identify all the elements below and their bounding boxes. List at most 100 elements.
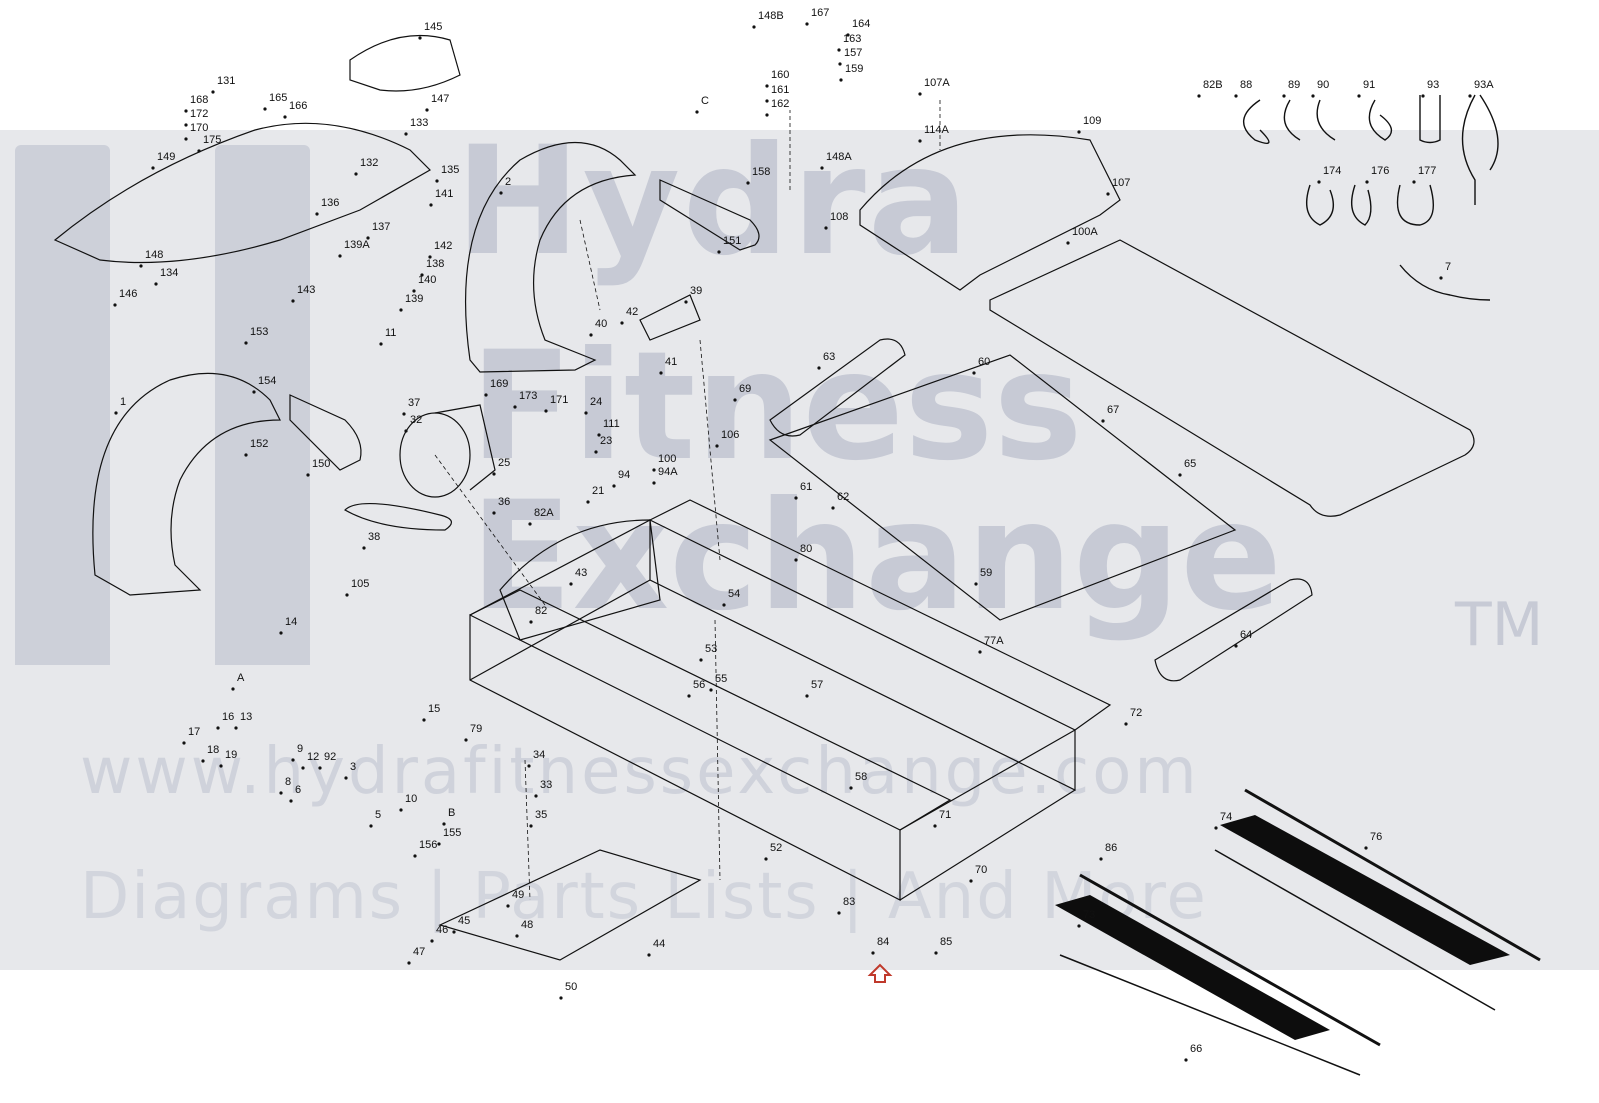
part-label-54: 54 — [728, 588, 740, 600]
callout-dot — [182, 741, 186, 745]
callout-dot — [418, 36, 422, 40]
callout-dot — [1421, 94, 1425, 98]
part-label-57: 57 — [811, 679, 823, 691]
part-label-169: 169 — [490, 378, 508, 390]
part-label-93a: 93A — [1474, 79, 1494, 91]
part-label-94a: 94A — [658, 466, 678, 478]
callout-dot — [584, 411, 588, 415]
part-label-32: 32 — [410, 414, 422, 426]
callout-dot — [379, 342, 383, 346]
callout-dot — [362, 546, 366, 550]
callout-dot — [399, 808, 403, 812]
part-label-c: C — [701, 95, 709, 107]
part-label-69: 69 — [739, 383, 751, 395]
left-handlebar — [289, 394, 362, 471]
right-handlebar — [659, 179, 760, 251]
callout-dot — [722, 603, 726, 607]
callout-dot — [407, 961, 411, 965]
incline-base — [438, 849, 702, 961]
part-label-58: 58 — [855, 771, 867, 783]
part-label-19: 19 — [225, 749, 237, 761]
part-label-153: 153 — [250, 326, 268, 338]
callout-dot — [794, 558, 798, 562]
callout-dot — [647, 953, 651, 957]
callout-dot — [429, 203, 433, 207]
callout-dot — [805, 22, 809, 26]
part-label-15: 15 — [428, 703, 440, 715]
part-label-2: 2 — [505, 176, 511, 188]
part-label-155: 155 — [443, 827, 461, 839]
part-label-38: 38 — [368, 531, 380, 543]
callout-dot — [499, 191, 503, 195]
callout-dot — [849, 786, 853, 790]
part-label-40: 40 — [595, 318, 607, 330]
callout-dot — [289, 799, 293, 803]
part-label-5: 5 — [375, 809, 381, 821]
part-label-56: 56 — [693, 679, 705, 691]
deck — [768, 354, 1237, 621]
part-label-134: 134 — [160, 267, 178, 279]
part-label-a: A — [237, 672, 245, 684]
callout-dot — [1439, 276, 1443, 280]
callout-dot — [404, 429, 408, 433]
part-label-86: 86 — [1105, 842, 1117, 854]
callout-dot — [1311, 94, 1315, 98]
callout-dot — [464, 738, 468, 742]
callout-dot — [1197, 94, 1201, 98]
callout-dot — [420, 273, 424, 277]
callout-dot — [559, 996, 563, 1000]
part-label-35: 35 — [535, 809, 547, 821]
callout-dot — [817, 366, 821, 370]
part-label-91: 91 — [1363, 79, 1375, 91]
callout-dot — [369, 824, 373, 828]
part-label-157: 157 — [844, 47, 862, 59]
part-label-10: 10 — [405, 793, 417, 805]
part-label-61: 61 — [800, 481, 812, 493]
part-label-80: 80 — [800, 543, 812, 555]
callout-dot — [437, 842, 441, 846]
part-label-21: 21 — [592, 485, 604, 497]
callout-dot — [805, 694, 809, 698]
part-label-171: 171 — [550, 394, 568, 406]
callout-dot — [709, 688, 713, 692]
part-label-36: 36 — [498, 496, 510, 508]
part-label-39: 39 — [690, 285, 702, 297]
part-label-177: 177 — [1418, 165, 1436, 177]
part-label-151: 151 — [723, 235, 741, 247]
callout-dot — [413, 854, 417, 858]
callout-dot — [184, 137, 188, 141]
part-label-77a: 77A — [984, 635, 1004, 647]
part-label-166: 166 — [289, 100, 307, 112]
part-label-25: 25 — [498, 457, 510, 469]
callout-dot — [244, 453, 248, 457]
part-label-167: 167 — [811, 7, 829, 19]
part-label-148b: 148B — [758, 10, 784, 22]
callout-dot — [114, 411, 118, 415]
part-label-23: 23 — [600, 435, 612, 447]
part-label-143: 143 — [297, 284, 315, 296]
watermark-logo-mark — [215, 145, 310, 665]
callout-dot — [978, 650, 982, 654]
part-label-138: 138 — [426, 258, 444, 270]
callout-dot — [1214, 826, 1218, 830]
part-label-89: 89 — [1288, 79, 1300, 91]
part-label-44: 44 — [653, 938, 665, 950]
part-label-53: 53 — [705, 643, 717, 655]
callout-dot — [529, 620, 533, 624]
callout-dot — [301, 766, 305, 770]
part-label-100: 100 — [658, 453, 676, 465]
part-label-111: 111 — [603, 418, 620, 430]
callout-dot — [197, 149, 201, 153]
callout-dot — [283, 115, 287, 119]
callout-dot — [528, 522, 532, 526]
callout-dot — [765, 113, 769, 117]
callout-dot — [1077, 130, 1081, 134]
part-label-154: 154 — [258, 375, 276, 387]
front-roller — [769, 338, 906, 437]
callout-dot — [366, 236, 370, 240]
part-label-90: 90 — [1317, 79, 1329, 91]
wire-harnesses — [1243, 94, 1499, 301]
callout-dot — [612, 484, 616, 488]
part-label-135: 135 — [441, 164, 459, 176]
